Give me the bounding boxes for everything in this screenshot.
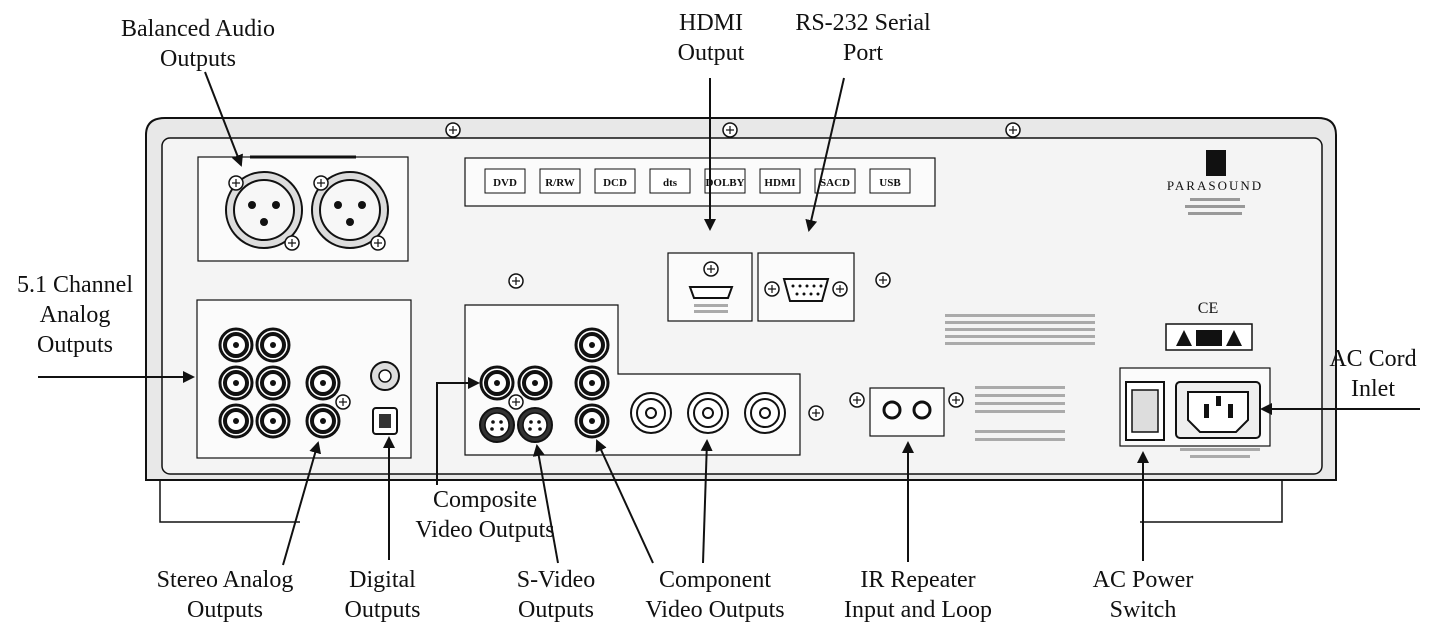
hdmi-port-icon xyxy=(688,286,734,299)
format-logo-box xyxy=(869,168,911,194)
ce-mark: CE xyxy=(1198,300,1218,317)
rca-jack-icon xyxy=(218,403,254,439)
format-logo-box xyxy=(484,168,526,194)
bnc-jack-icon xyxy=(744,392,786,434)
bnc-jack-icon xyxy=(687,392,729,434)
format-logo-box xyxy=(649,168,691,194)
leader-lines xyxy=(38,71,1420,566)
format-logo-rrw: R/RW xyxy=(545,177,575,189)
screw-icon xyxy=(445,122,461,138)
rca-jack-icon xyxy=(255,365,291,401)
format-logos: DVD R/RW DCD dts DOLBY HDMI SACD USB xyxy=(484,168,911,194)
format-logo-box xyxy=(539,168,581,194)
format-logo-box xyxy=(704,168,746,194)
rca-jack-icon xyxy=(218,327,254,363)
rca-jack-icon xyxy=(574,403,610,439)
rca-jack-icon xyxy=(255,327,291,363)
db9-port-icon xyxy=(782,278,830,302)
s-video-jack-icon xyxy=(479,407,515,443)
format-logo-box xyxy=(594,168,636,194)
screw-icon xyxy=(722,122,738,138)
rca-jack-icon xyxy=(517,365,553,401)
s-video-jack-icon xyxy=(517,407,553,443)
format-logo-dcd: DCD xyxy=(603,177,627,189)
compliance-text xyxy=(945,314,1095,345)
rca-jack-icon xyxy=(218,365,254,401)
rca-jack-icon xyxy=(574,365,610,401)
rca-jack-icon xyxy=(305,365,341,401)
format-logo-sacd: SACD xyxy=(820,177,850,189)
format-logo-dvd: DVD xyxy=(493,177,517,189)
bnc-jack-icon xyxy=(630,392,672,434)
rca-jack-icon xyxy=(255,403,291,439)
brand-logo-icon xyxy=(1206,150,1226,176)
brand-name: PARASOUND xyxy=(1167,178,1263,193)
rca-jack-icon xyxy=(574,327,610,363)
screw-icon xyxy=(1005,122,1021,138)
ir-jack-icon xyxy=(912,400,932,420)
foot-right xyxy=(1140,480,1283,523)
foot-left xyxy=(159,480,300,523)
format-logo-usb: USB xyxy=(879,177,901,189)
ir-jack-icon xyxy=(882,400,902,420)
logo-strip xyxy=(464,157,936,207)
rca-jack-icon xyxy=(479,365,515,401)
format-logo-dts: dts xyxy=(663,177,678,189)
format-logo-box xyxy=(759,168,801,194)
format-logo-hdmi: HDMI xyxy=(764,177,795,189)
rca-jack-icon xyxy=(305,403,341,439)
format-logo-dolby: DOLBY xyxy=(705,177,744,189)
ir-repeater-box xyxy=(869,387,945,437)
